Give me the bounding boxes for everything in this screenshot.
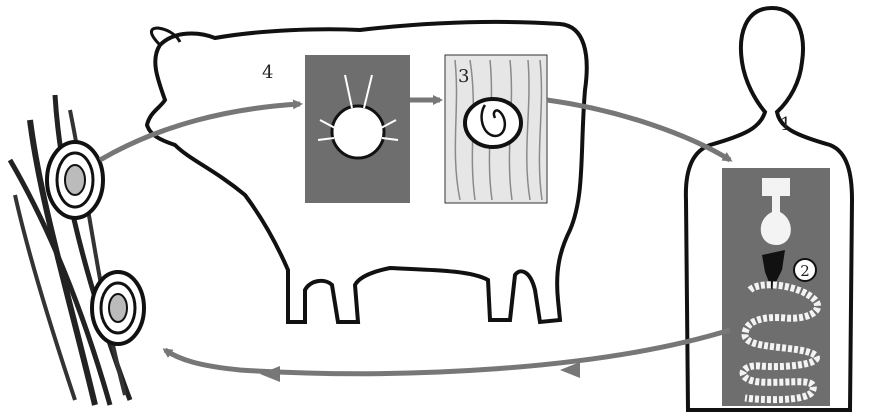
label-adult-worm: 2 [800, 262, 810, 280]
label-cysticercus: 3 [458, 66, 469, 87]
label-definitive-host: 1 [780, 114, 791, 135]
egg-icon [47, 142, 103, 218]
arrow-human-to-grass [165, 330, 730, 374]
egg-icon [92, 272, 144, 344]
label-oncosphere: 4 [262, 62, 273, 83]
arrowhead-icon [260, 366, 280, 382]
human-silhouette: 2 [686, 8, 852, 410]
oncosphere-panel [305, 55, 410, 203]
